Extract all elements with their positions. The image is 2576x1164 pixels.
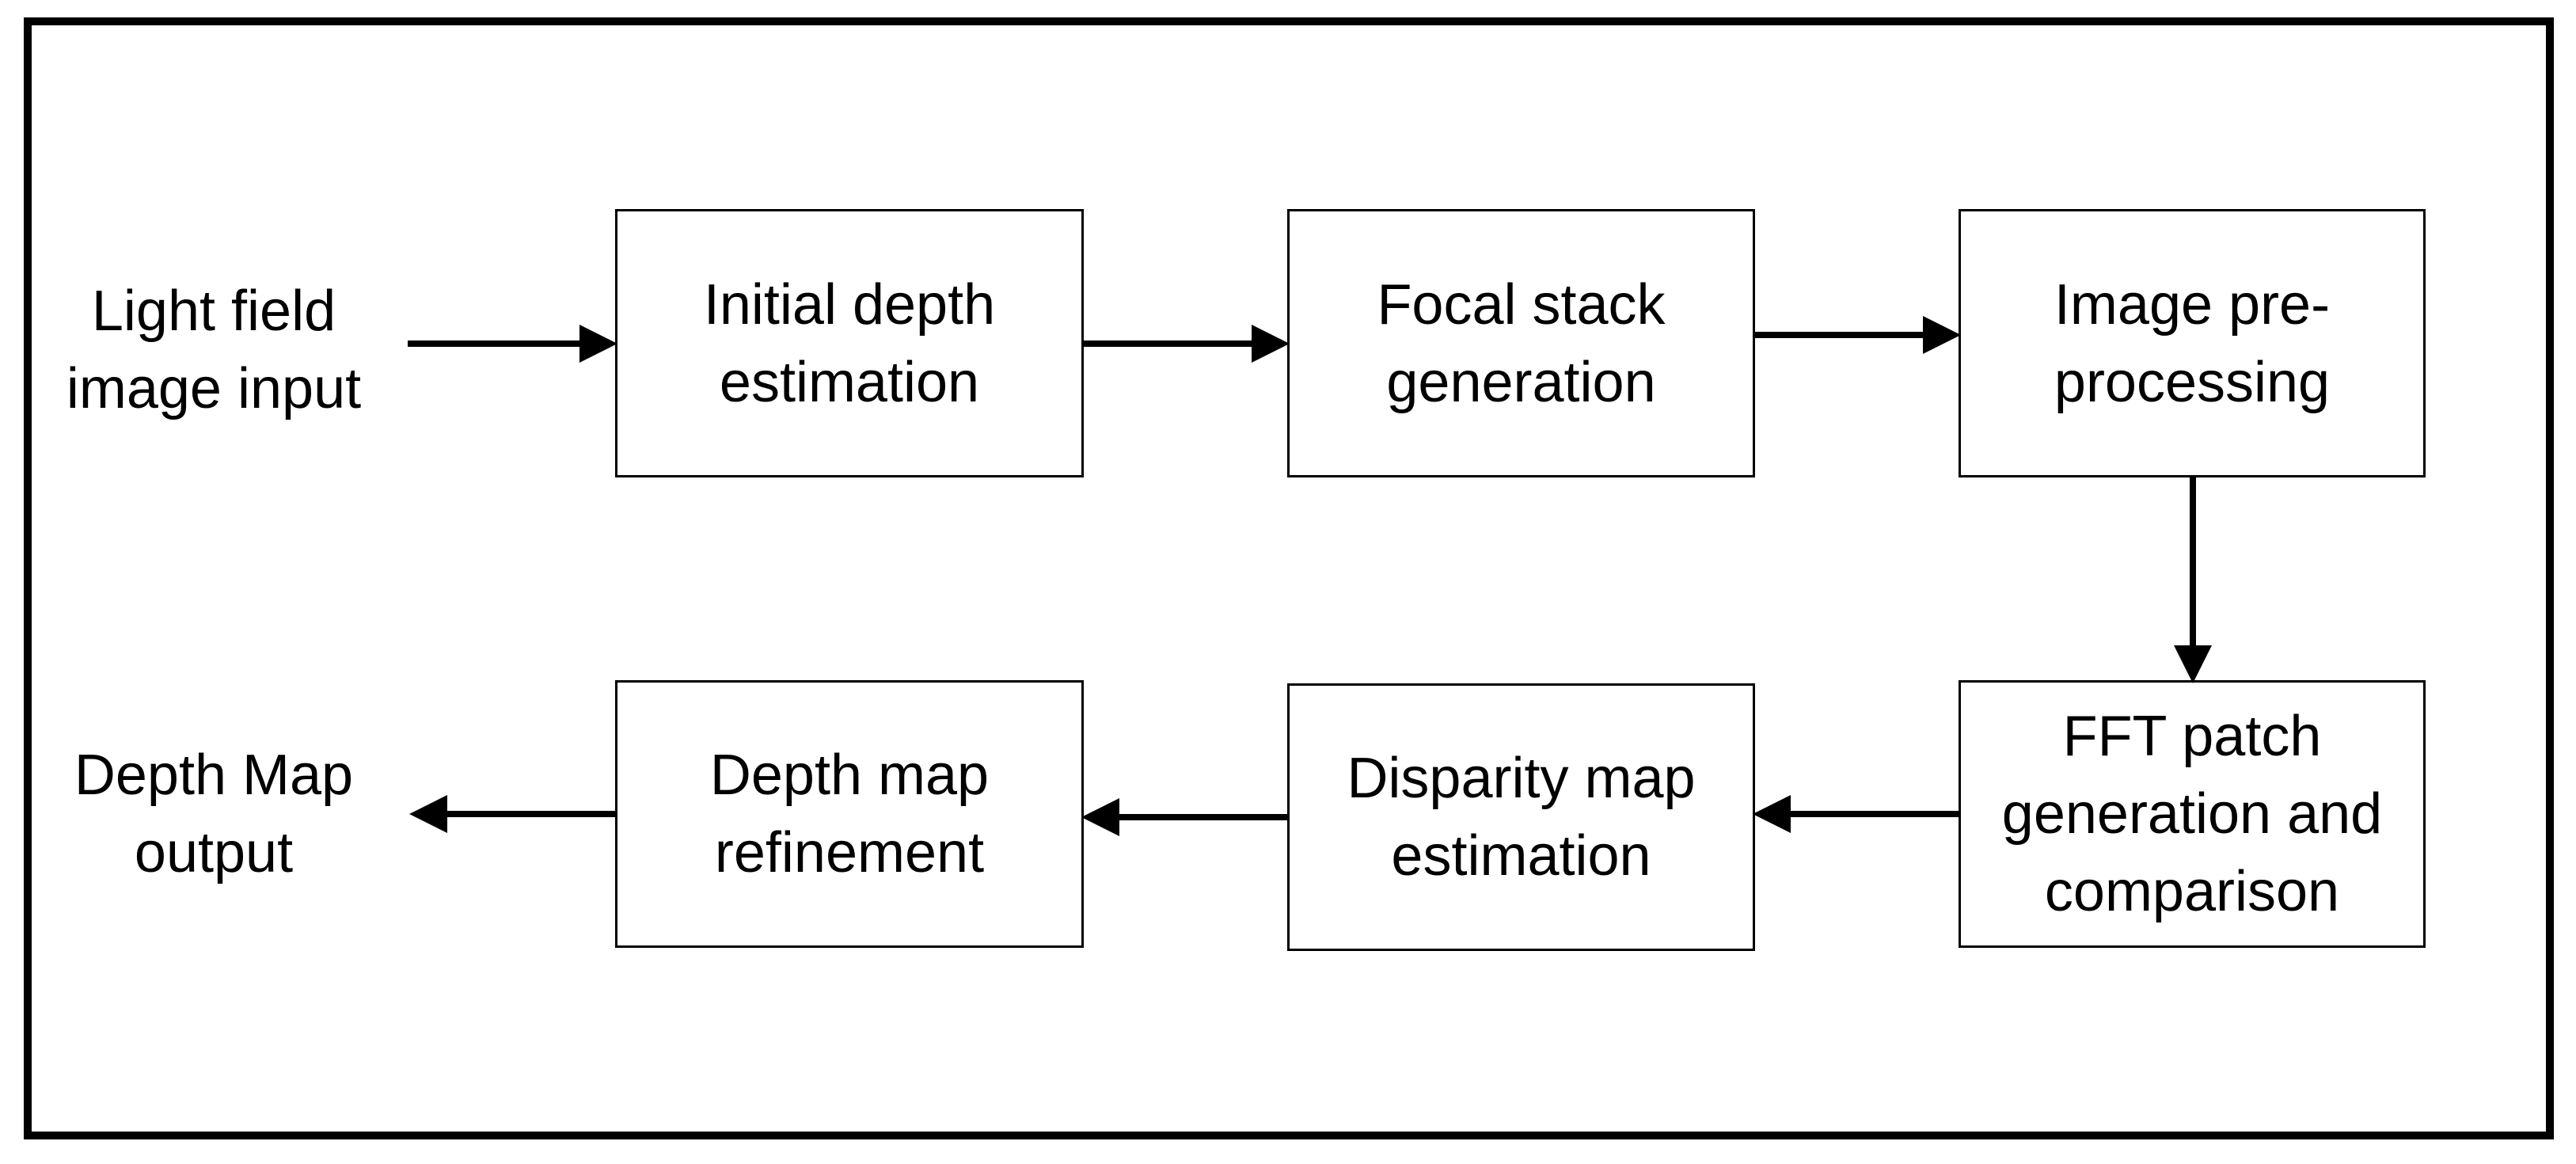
step-label: Depth map refinement xyxy=(709,744,990,884)
step-label: Focal stack generation xyxy=(1377,272,1666,414)
step-label: Initial depth estimation xyxy=(703,272,996,414)
step-disparity-map-estimation: Disparity map estimation xyxy=(1287,683,1755,951)
step-fft-patch-generation: FFT patch generation and comparison xyxy=(1959,680,2426,948)
step-label: FFT patch generation and comparison xyxy=(2001,705,2383,923)
step-label: Image pre- processing xyxy=(2054,272,2331,414)
step-focal-stack-generation: Focal stack generation xyxy=(1287,209,1755,477)
step-label: Disparity map estimation xyxy=(1347,747,1696,888)
step-initial-depth-estimation: Initial depth estimation xyxy=(615,209,1084,477)
input-label: Light field image input xyxy=(66,280,362,420)
diagram-frame xyxy=(24,17,2554,1139)
step-image-preprocessing: Image pre- processing xyxy=(1959,209,2426,477)
output-label: Depth Map output xyxy=(74,744,354,884)
step-depth-map-refinement: Depth map refinement xyxy=(615,680,1084,948)
